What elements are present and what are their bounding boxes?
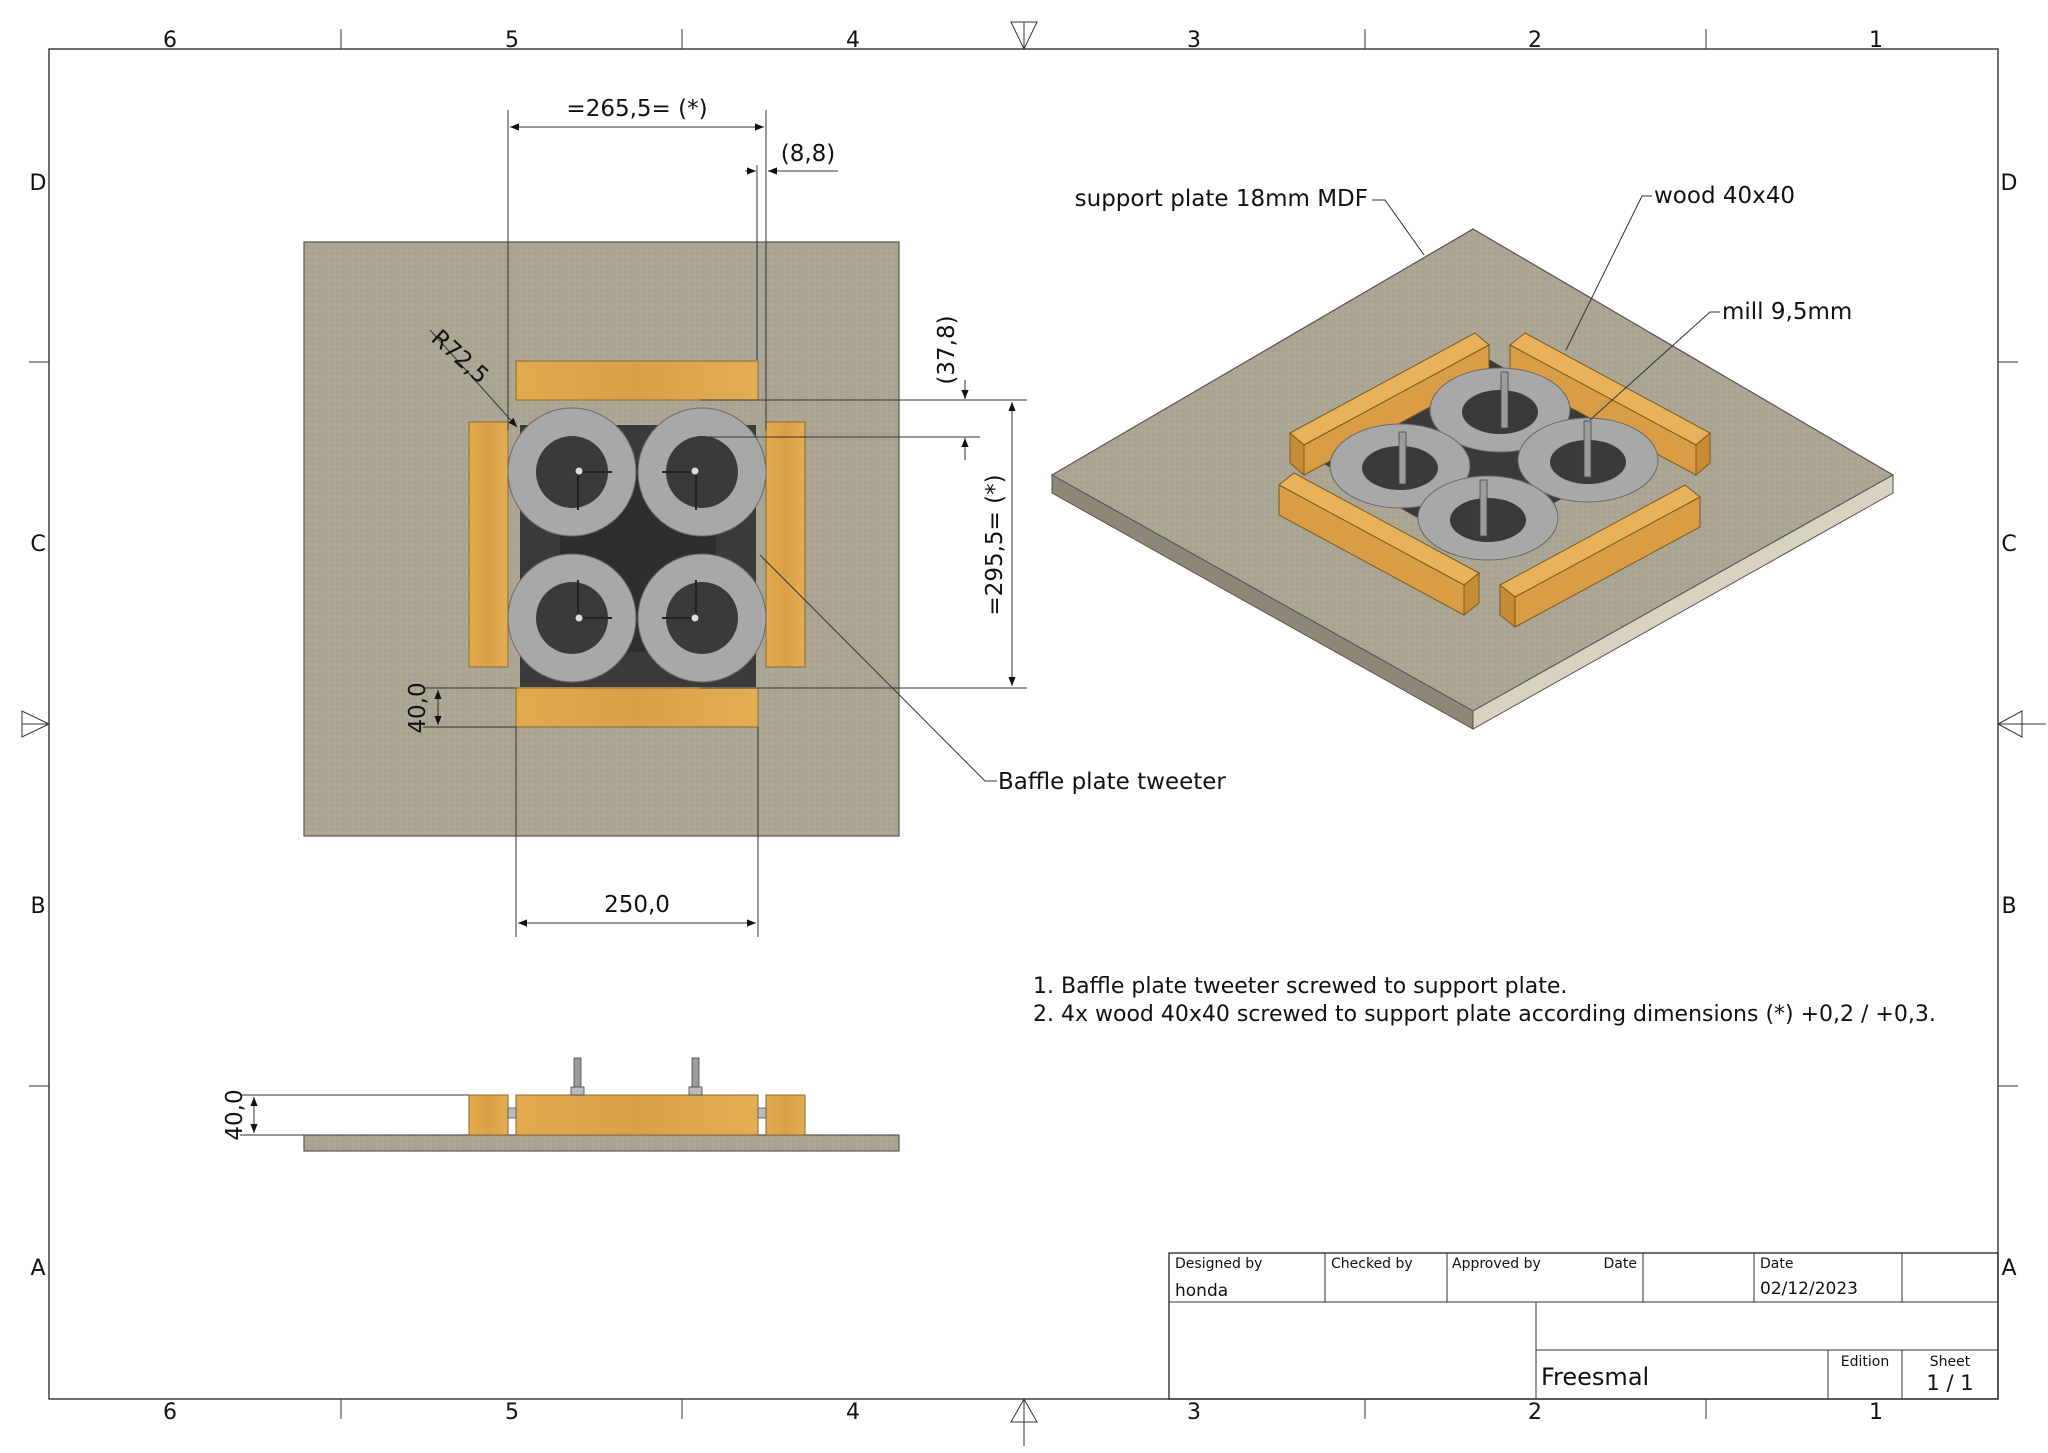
zone-col-5: 5	[505, 28, 519, 53]
date-label-approval: Date	[1604, 1256, 1637, 1272]
zone-row-d-right: D	[2001, 171, 2018, 196]
zone-labels-right: D C B A	[2001, 171, 2018, 1281]
drawing-title: Freesmal	[1541, 1363, 1649, 1391]
zone-row-d: D	[30, 171, 47, 196]
note-1: 1. Baffle plate tweeter screwed to suppo…	[1033, 974, 1567, 999]
designed-by-label: Designed by	[1175, 1256, 1262, 1272]
ring-top-right	[637, 407, 767, 537]
date-label: Date	[1760, 1256, 1793, 1272]
zone-row-b-right: B	[2001, 894, 2016, 919]
notes: 1. Baffle plate tweeter screwed to suppo…	[1033, 974, 1936, 1027]
zone-col-2-bottom: 2	[1528, 1400, 1542, 1425]
zone-labels-bottom: 6 5 4 3 2 1	[163, 1400, 1883, 1425]
dim-top-width: =265,5= (*)	[566, 96, 707, 122]
ring-top-left	[507, 407, 637, 537]
edition-label: Edition	[1841, 1354, 1889, 1370]
checked-by-label: Checked by	[1331, 1256, 1413, 1272]
zone-col-6: 6	[163, 28, 177, 53]
note-2: 2. 4x wood 40x40 screwed to support plat…	[1033, 1002, 1936, 1027]
dim-height: =295,5= (*)	[982, 474, 1008, 615]
zone-col-6-bottom: 6	[163, 1400, 177, 1425]
iso-ring-right	[1517, 417, 1659, 503]
zone-row-c-right: C	[2001, 532, 2016, 557]
sheet-label: Sheet	[1930, 1354, 1971, 1370]
zone-row-c: C	[30, 532, 45, 557]
ring-bottom-left	[507, 553, 637, 683]
zone-row-b: B	[30, 894, 45, 919]
callout-wood: wood 40x40	[1654, 183, 1795, 209]
zone-labels-left: D C B A	[30, 171, 47, 1281]
dim-offset: (37,8)	[934, 315, 960, 384]
dim-bottom-width: 250,0	[604, 892, 670, 918]
zone-col-2: 2	[1528, 28, 1542, 53]
wood-bar-bottom	[515, 687, 759, 728]
dim-side-height: 40,0	[222, 1089, 248, 1140]
date-value: 02/12/2023	[1760, 1279, 1858, 1299]
isometric-view: support plate 18mm MDF wood 40x40 mill 9…	[1050, 183, 1895, 730]
wood-side-right	[765, 1094, 806, 1136]
iso-ring-top	[1429, 367, 1571, 453]
top-view	[303, 241, 900, 837]
side-view: 40,0	[222, 1057, 900, 1152]
zone-col-4-bottom: 4	[846, 1400, 860, 1425]
zone-labels-top: 6 5 4 3 2 1	[163, 28, 1883, 53]
wood-bar-left	[468, 421, 509, 668]
zone-row-a: A	[30, 1256, 45, 1281]
zone-col-1-bottom: 1	[1869, 1400, 1883, 1425]
dim-wood-thickness: 40,0	[405, 682, 431, 733]
iso-ring-bottom	[1417, 475, 1559, 561]
zone-col-1: 1	[1869, 28, 1883, 53]
zone-ticks	[29, 29, 2018, 1419]
callout-baffle: Baffle plate tweeter	[998, 769, 1226, 795]
zone-row-a-right: A	[2001, 1256, 2016, 1281]
centering-marks	[21, 21, 2046, 1446]
iso-ring-left	[1329, 423, 1471, 509]
dim-small-gap: (8,8)	[781, 141, 836, 167]
wood-side-center	[515, 1094, 759, 1136]
support-plate-side	[303, 1134, 900, 1152]
designed-by-value: honda	[1175, 1281, 1228, 1301]
title-block: Designed by honda Checked by Approved by…	[1168, 1252, 1999, 1400]
zone-col-4: 4	[846, 28, 860, 53]
approved-by-label: Approved by	[1452, 1256, 1541, 1272]
wood-bar-top	[515, 360, 759, 401]
zone-col-3: 3	[1187, 28, 1201, 53]
ring-bottom-right	[637, 553, 767, 683]
top-view-dimensions: =265,5= (*) (8,8) R72,5 (37,8) =295,5= (…	[405, 96, 1226, 937]
zone-col-5-bottom: 5	[505, 1400, 519, 1425]
zone-col-3-bottom: 3	[1187, 1400, 1201, 1425]
callout-support-plate: support plate 18mm MDF	[1075, 186, 1368, 212]
wood-bar-right	[765, 421, 806, 668]
sheet-value: 1 / 1	[1926, 1371, 1973, 1395]
wood-side-left	[468, 1094, 509, 1136]
callout-mill: mill 9,5mm	[1722, 299, 1852, 325]
